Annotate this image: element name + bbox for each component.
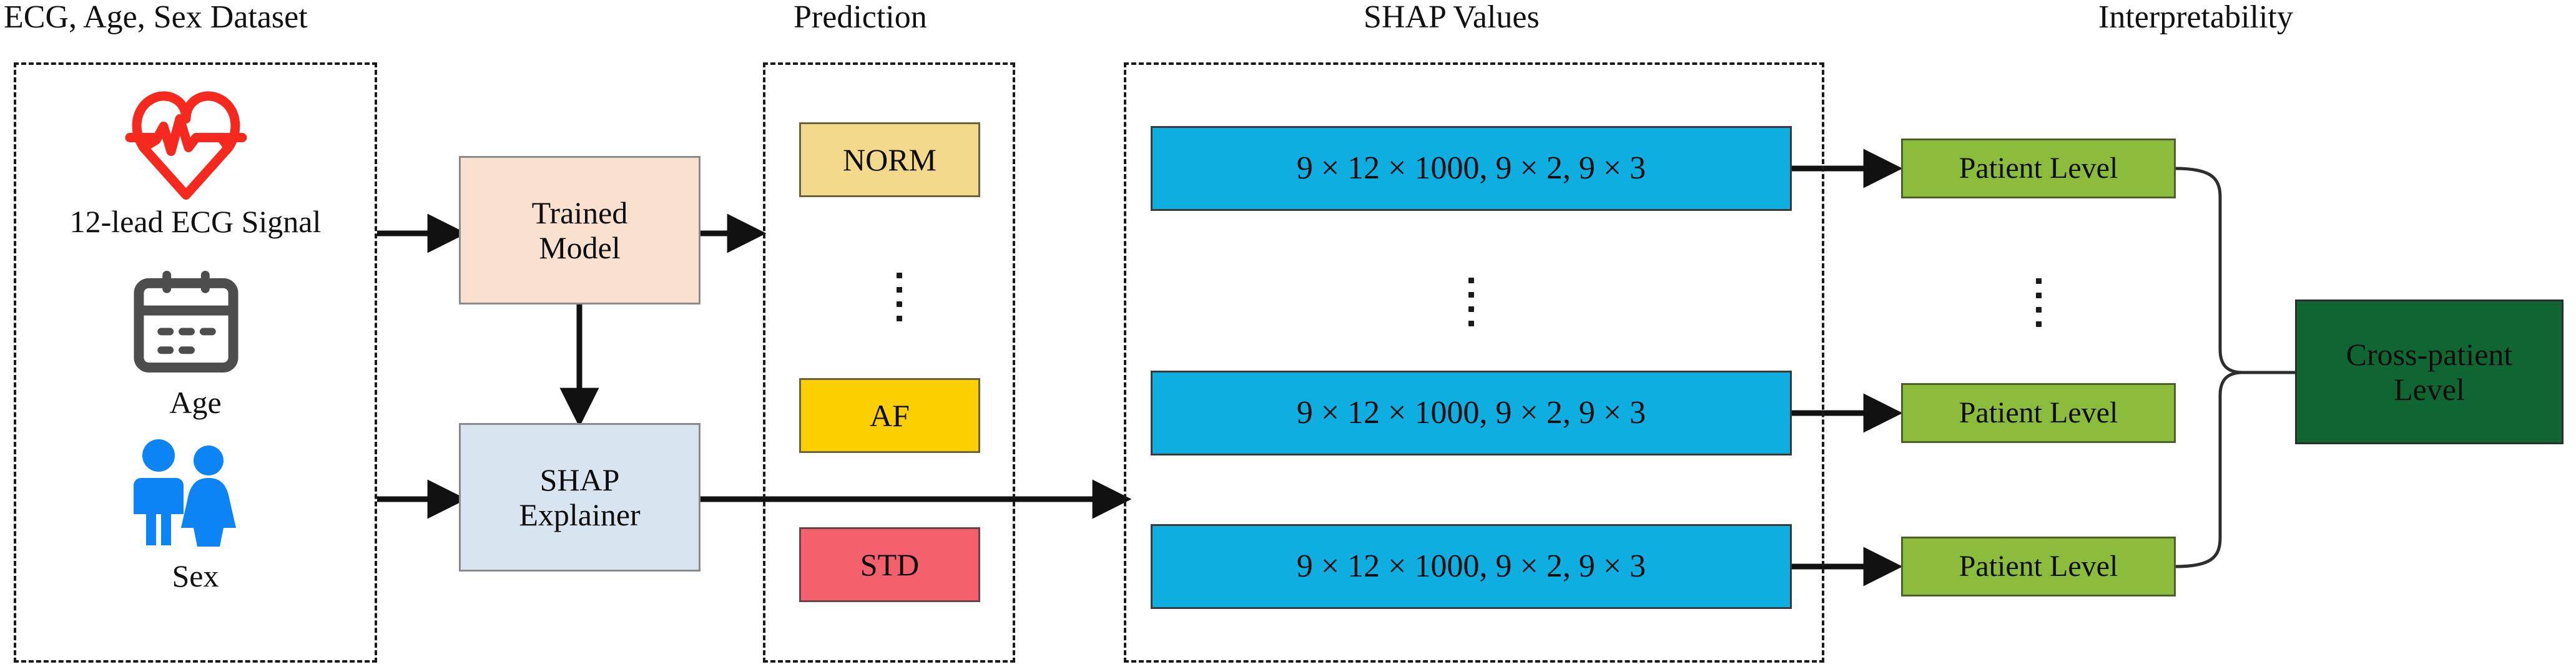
shap-values-group-container (1124, 62, 1824, 663)
prediction-class-norm[interactable]: NORM (799, 122, 980, 197)
shap-values-ellipsis (1468, 278, 1474, 326)
brace-patient-levels-to-cross-patient (2175, 167, 2242, 568)
calendar-icon (130, 268, 242, 377)
section-title-dataset: ECG, Age, Sex Dataset (4, 0, 308, 35)
shap-explainer-label-line2: Explainer (519, 497, 641, 532)
prediction-group-container (763, 62, 1015, 663)
prediction-ellipsis (896, 273, 902, 321)
section-title-shap-values: SHAP Values (1364, 0, 1540, 35)
shap-explainer-box[interactable]: SHAP Explainer (459, 423, 701, 572)
patient-level-box-2[interactable]: Patient Level (1901, 383, 2176, 443)
cross-patient-level-label-line1: Cross-patient (2346, 337, 2513, 372)
trained-model-label-line2: Model (539, 230, 621, 265)
patient-level-box-3[interactable]: Patient Level (1901, 537, 2176, 596)
section-title-interpretability: Interpretability (2098, 0, 2293, 35)
dataset-caption-age: Age (169, 385, 222, 420)
shap-value-row-3[interactable]: 9 × 12 × 1000, 9 × 2, 9 × 3 (1151, 524, 1792, 609)
cross-patient-level-label-line2: Level (2394, 372, 2465, 407)
prediction-class-af[interactable]: AF (799, 378, 980, 453)
dataset-caption-sex: Sex (172, 558, 219, 593)
prediction-class-std[interactable]: STD (799, 527, 980, 602)
shap-explainer-label-line1: SHAP (539, 462, 620, 497)
dataset-caption-ecg: 12-lead ECG Signal (69, 204, 322, 239)
dataset-group-container (14, 62, 377, 663)
heart-pulse-icon (111, 86, 261, 202)
shap-value-row-1[interactable]: 9 × 12 × 1000, 9 × 2, 9 × 3 (1151, 126, 1792, 211)
interpretability-ellipsis (2035, 278, 2042, 327)
section-title-prediction: Prediction (794, 0, 927, 35)
patient-level-box-1[interactable]: Patient Level (1901, 139, 2176, 198)
cross-patient-level-box[interactable]: Cross-patient Level (2295, 299, 2564, 444)
trained-model-box[interactable]: Trained Model (459, 156, 701, 304)
shap-value-row-2[interactable]: 9 × 12 × 1000, 9 × 2, 9 × 3 (1151, 371, 1792, 455)
two-people-icon (124, 437, 248, 549)
trained-model-label-line1: Trained (531, 195, 628, 230)
